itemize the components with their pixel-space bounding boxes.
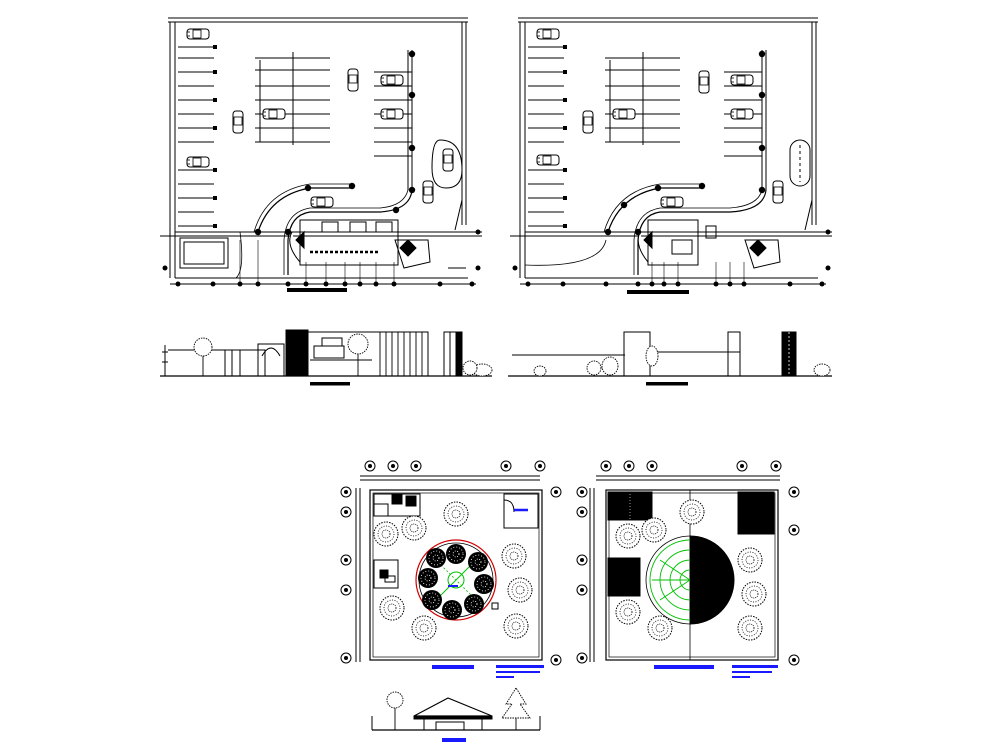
tree-icon	[533, 365, 547, 377]
grid-bubble-icon	[340, 652, 352, 664]
tree-icon	[347, 333, 369, 376]
tree-icon	[445, 543, 467, 565]
grid-bubble-icon	[646, 460, 658, 472]
tree-icon	[647, 615, 673, 641]
car-icon	[232, 110, 244, 134]
grid-bubble-icon	[364, 460, 376, 472]
car-icon	[347, 68, 359, 92]
car-icon	[730, 108, 754, 120]
grid-bubble-icon	[534, 460, 546, 472]
kiosk-section	[371, 697, 541, 742]
car-icon	[730, 74, 754, 86]
garden-plan-left	[355, 475, 544, 678]
grid-bubble-icon	[736, 460, 748, 472]
grid-bubble-icon	[410, 460, 422, 472]
tree-icon	[645, 345, 659, 367]
grid-bubble-icon	[576, 554, 588, 566]
tree-icon	[741, 581, 767, 607]
grid-bubble-icon	[788, 654, 800, 666]
tree-icon	[501, 543, 527, 569]
car-icon	[612, 108, 636, 120]
garden-plan-right	[589, 475, 780, 678]
right-stalls	[374, 50, 413, 190]
tree-icon	[737, 615, 763, 641]
tree-icon	[601, 356, 619, 376]
tree-icon	[379, 595, 405, 621]
site-plan-right	[510, 17, 832, 294]
tree-icon	[467, 551, 489, 573]
car-icon	[262, 108, 286, 120]
tree-icon	[679, 499, 705, 525]
grid-bubble-icon	[788, 486, 800, 498]
car-icon	[772, 180, 784, 204]
car-icon	[186, 156, 210, 168]
grid-bubble-icon	[576, 584, 588, 596]
tree-icon	[737, 547, 763, 573]
grid-bubble-icon	[788, 524, 800, 536]
car-icon	[310, 196, 334, 208]
tree-icon	[443, 501, 469, 527]
car-icon	[380, 74, 404, 86]
grid-bubble-icon	[576, 486, 588, 498]
car-icon	[698, 70, 710, 94]
car-icon	[582, 110, 594, 134]
building-plan-a	[289, 219, 399, 266]
tree-icon	[193, 337, 213, 376]
car-icon	[536, 154, 560, 166]
grid-bubble-icon	[500, 460, 512, 472]
tree-icon	[501, 687, 531, 730]
tree-icon	[507, 577, 533, 603]
grid-bubble-icon	[387, 460, 399, 472]
grid-bubble-icon	[576, 652, 588, 664]
tree-icon	[615, 599, 641, 625]
tree-icon	[586, 360, 602, 376]
tree-icon	[462, 360, 478, 376]
grid-bubble-icon	[340, 506, 352, 518]
tree-icon	[425, 547, 447, 569]
elevation-a-trees	[193, 333, 493, 377]
grid-bubble-icon	[770, 460, 782, 472]
tree-icon	[401, 515, 427, 541]
tree-icon	[463, 593, 485, 615]
car-icon	[442, 148, 454, 172]
parked-cars-b	[536, 28, 784, 208]
tree-icon	[411, 615, 437, 641]
central-stalls	[255, 52, 330, 145]
tree-icon	[473, 573, 495, 595]
car-icon	[186, 28, 210, 40]
grid-bubble-icon	[340, 554, 352, 566]
grid-bubble-icon	[623, 460, 635, 472]
site-plan-left	[160, 17, 482, 292]
tree-icon	[373, 521, 399, 547]
grid-bubble-icon	[600, 460, 612, 472]
tree-icon	[441, 599, 463, 621]
car-icon	[660, 196, 684, 208]
tree-icon	[386, 691, 404, 730]
car-icon	[422, 180, 434, 204]
tree-icon	[417, 567, 439, 589]
elevation-left	[160, 329, 492, 386]
car-icon	[536, 28, 560, 40]
car-icon	[380, 108, 404, 120]
elevation-b-trees	[533, 345, 831, 377]
tree-icon	[503, 613, 529, 639]
tree-icon	[813, 363, 831, 377]
tree-icon	[421, 589, 443, 611]
grid-bubble-icon	[340, 486, 352, 498]
grid-bubble-icon	[576, 506, 588, 518]
left-stall-row-a	[178, 46, 214, 227]
tree-icon	[615, 523, 641, 549]
tree-icon	[641, 517, 667, 543]
kiosk-section-trees	[386, 687, 531, 730]
grid-bubble-icon	[550, 654, 562, 666]
grid-bubble-icon	[550, 486, 562, 498]
elevation-right	[508, 331, 832, 386]
grid-bubble-icon	[340, 584, 352, 596]
